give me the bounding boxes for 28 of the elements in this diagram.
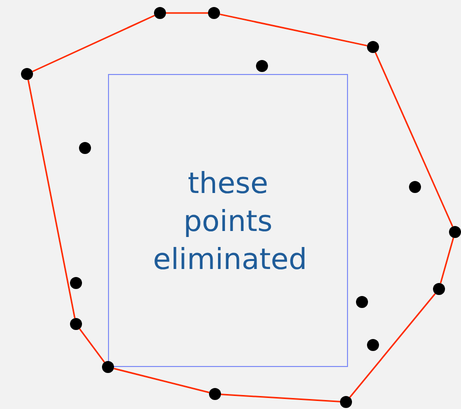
hull-line bbox=[32, 14, 155, 72]
point-dot bbox=[409, 181, 421, 193]
point-dot bbox=[256, 60, 268, 72]
rectangle-region bbox=[108, 74, 348, 367]
hull-line bbox=[79, 328, 105, 363]
point-dot bbox=[21, 68, 33, 80]
point-dot bbox=[209, 388, 221, 400]
hull-line bbox=[349, 293, 436, 398]
point-dot bbox=[340, 396, 352, 408]
hull-line bbox=[27, 80, 76, 318]
hull-line bbox=[114, 368, 210, 394]
point-dot bbox=[449, 226, 461, 238]
point-dot bbox=[70, 318, 82, 330]
point-dot bbox=[70, 277, 82, 289]
region-label: these points eliminated bbox=[153, 164, 303, 278]
hull-line bbox=[440, 238, 454, 284]
hull-line bbox=[220, 394, 340, 402]
point-dot bbox=[367, 41, 379, 53]
point-dot bbox=[433, 283, 445, 295]
point-dot bbox=[356, 296, 368, 308]
hull-line bbox=[374, 52, 454, 227]
point-dot bbox=[154, 7, 166, 19]
point-dot bbox=[208, 7, 220, 19]
point-dot bbox=[102, 361, 114, 373]
point-dot bbox=[367, 339, 379, 351]
hull-line bbox=[166, 12, 208, 14]
hull-line bbox=[220, 14, 368, 46]
point-dot bbox=[79, 142, 91, 154]
